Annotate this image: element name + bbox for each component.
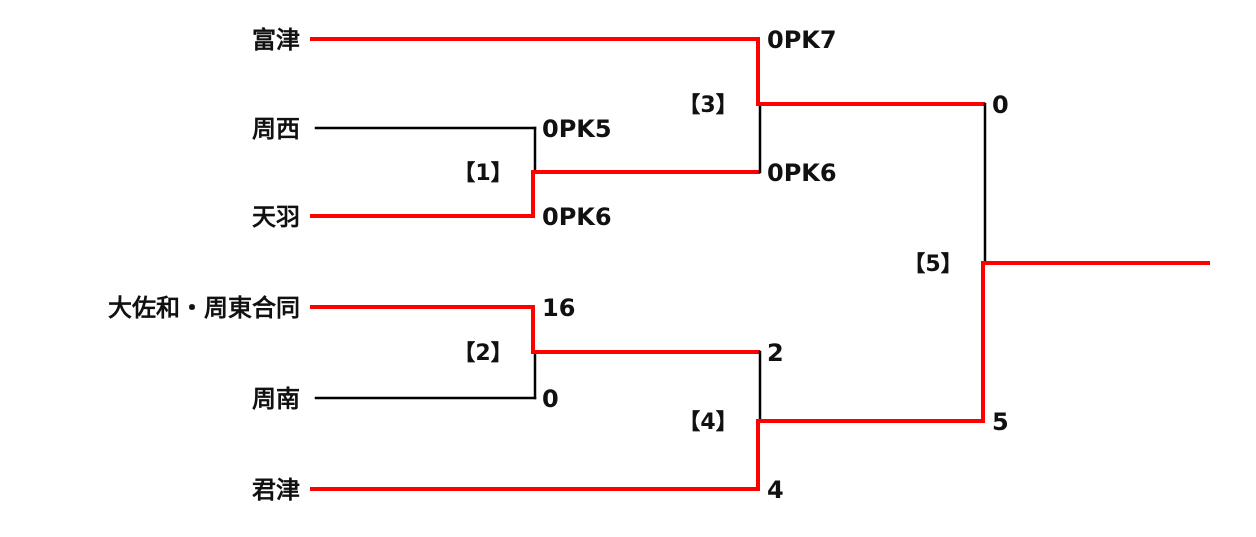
score-match5-bottom: 5 [992, 408, 1009, 436]
score-match5-top: 0 [992, 91, 1009, 119]
team-name: 周南 [252, 385, 300, 413]
match-labels: 【1】 【2】 【3】 【4】 【5】 [453, 93, 962, 435]
team-labels: 富津 周西 天羽 大佐和・周東合同 周南 君津 [108, 26, 300, 504]
score-match2-top: 16 [542, 294, 575, 322]
score-match1-top: 0PK5 [542, 115, 612, 143]
team-name: 大佐和・周東合同 [108, 294, 300, 322]
team-name: 君津 [252, 476, 300, 504]
score-match4-top: 2 [767, 339, 784, 367]
score-match4-bottom: 4 [767, 476, 784, 504]
bracket-lines [310, 37, 1210, 491]
score-match3-top: 0PK7 [767, 26, 837, 54]
team-name: 天羽 [252, 203, 300, 231]
team-name: 周西 [252, 115, 300, 143]
score-match2-bottom: 0 [542, 385, 559, 413]
score-match1-bottom: 0PK6 [542, 203, 612, 231]
match-number-5: 【5】 [903, 252, 962, 277]
match-number-1: 【1】 [453, 161, 512, 186]
match-number-4: 【4】 [678, 410, 737, 435]
match-number-3: 【3】 [678, 93, 737, 118]
score-match3-bottom: 0PK6 [767, 159, 837, 187]
match-number-2: 【2】 [453, 341, 512, 366]
scores: 0PK5 0PK6 16 0 0PK7 0PK6 2 4 0 5 [542, 26, 1009, 504]
team-name: 富津 [252, 26, 300, 54]
